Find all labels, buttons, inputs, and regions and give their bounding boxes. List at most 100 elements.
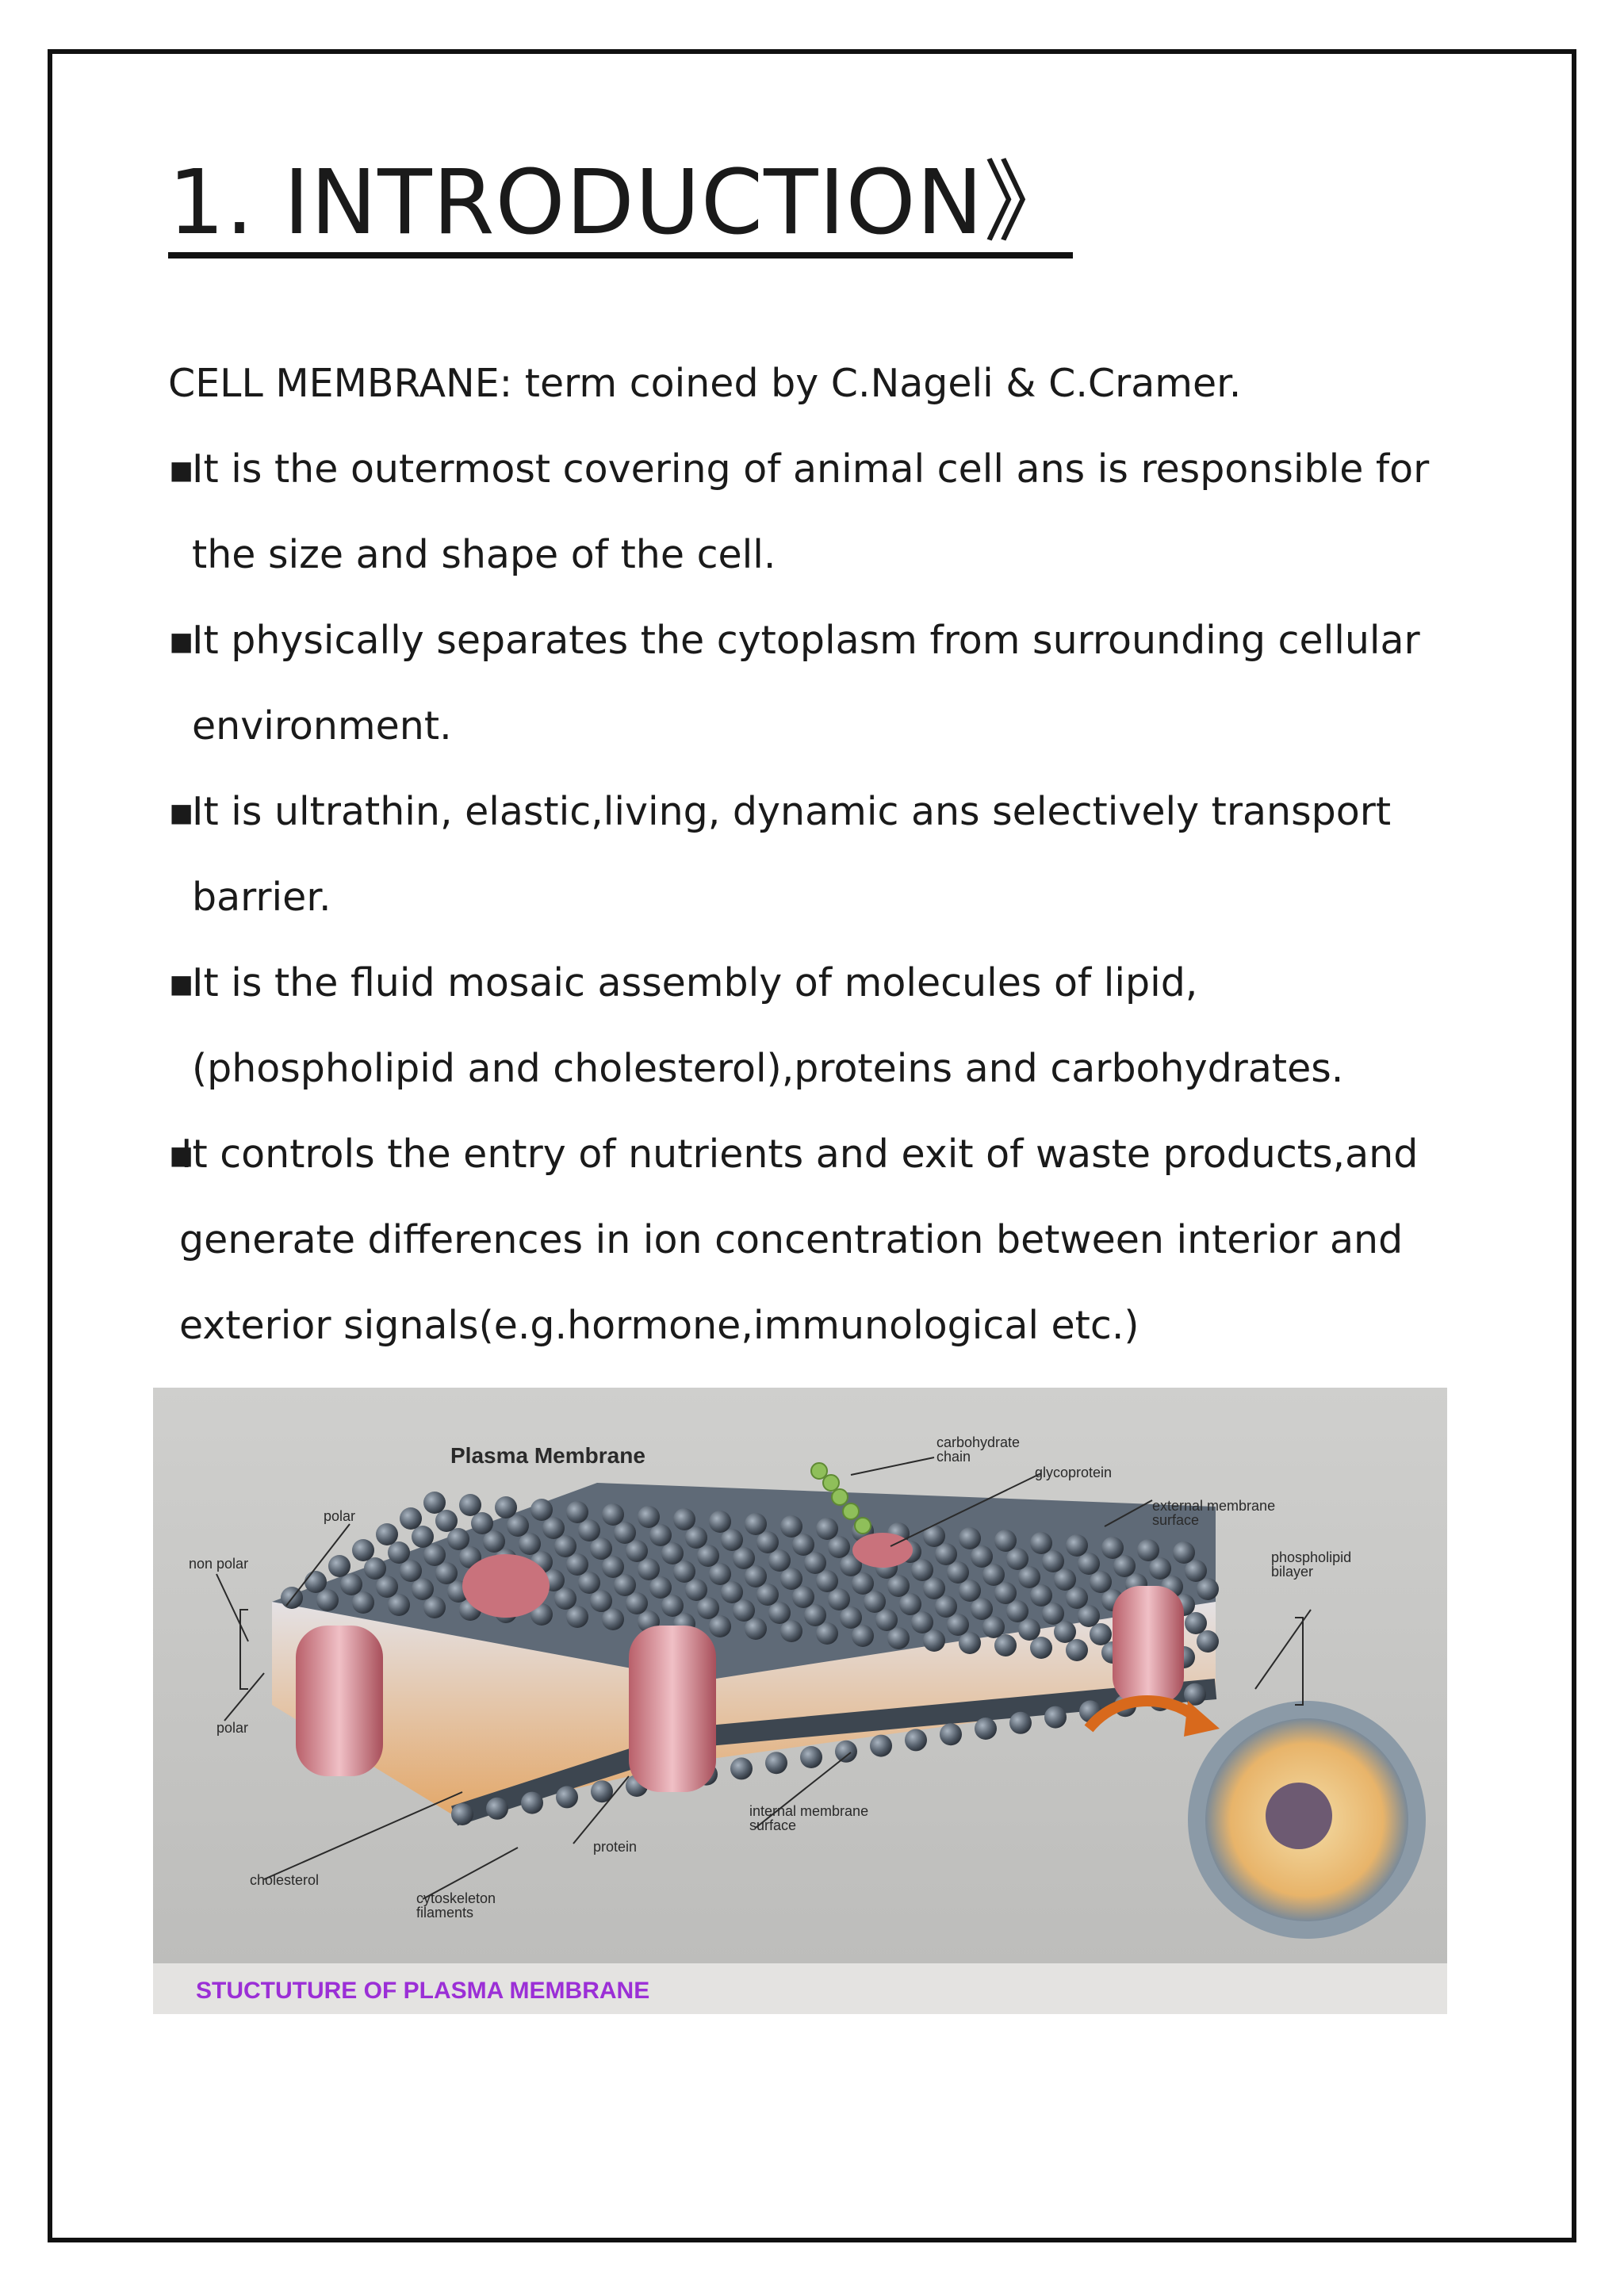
lipid-head: [899, 1593, 921, 1615]
lipid-head: [792, 1534, 814, 1556]
lipid-head: [400, 1560, 422, 1582]
lipid-head: [578, 1572, 600, 1594]
lipid-head: [388, 1541, 410, 1564]
lipid-head: [388, 1594, 410, 1616]
label-bilayer: bilayer: [1271, 1564, 1313, 1580]
caption-band: STUCTUTURE OF PLASMA MEMBRANE: [153, 1963, 1447, 2014]
lipid-head: [328, 1555, 350, 1577]
lipid-head: [780, 1568, 802, 1590]
lipid-head: [614, 1522, 636, 1544]
lipid-head: [459, 1546, 481, 1568]
lipid-head: [959, 1527, 981, 1549]
lipid-head: [1066, 1639, 1088, 1661]
lipid-head: [566, 1501, 588, 1523]
lipid-head: [923, 1577, 945, 1599]
intro-line: CELL MEMBRANE: term coined by C.Nageli &…: [168, 361, 1242, 406]
lipid-head: [947, 1614, 969, 1636]
bullet-marker: ▪: [168, 618, 195, 663]
lipid-head: [721, 1529, 743, 1551]
lipid-head: [745, 1565, 767, 1587]
lipid-head: [887, 1627, 910, 1649]
lipid-head: [852, 1625, 874, 1647]
lipid-head: [1197, 1578, 1219, 1600]
lipid-head: [1042, 1550, 1064, 1572]
lipid-head: [852, 1572, 874, 1595]
lipid-head: [447, 1528, 469, 1550]
lipid-head: [1184, 1683, 1206, 1706]
label-non-polar: non polar: [189, 1556, 248, 1572]
lipid-head: [959, 1580, 981, 1602]
lipid-head: [1054, 1621, 1076, 1643]
lipid-head: [661, 1595, 684, 1617]
lipid-head: [1197, 1630, 1219, 1653]
label-cytoskeleton: cytoskeleton: [416, 1890, 496, 1906]
lipid-head: [816, 1518, 838, 1540]
lipid-head: [840, 1554, 862, 1576]
lipid-head: [756, 1584, 779, 1606]
lipid-head: [376, 1576, 398, 1598]
lipid-head: [864, 1591, 886, 1613]
lipid-head: [840, 1607, 862, 1629]
plasma-membrane-figure: Plasma Membrane carbohydrate chain glyco…: [153, 1388, 1447, 2014]
lipid-head: [792, 1586, 814, 1608]
lipid-head: [556, 1786, 578, 1809]
lipid-head: [709, 1563, 731, 1585]
bullet-2-line-2: environment.: [192, 703, 452, 749]
lipid-head: [435, 1510, 458, 1532]
lipid-head: [911, 1611, 933, 1633]
bullet-marker: ▪: [168, 960, 195, 1005]
lipid-head: [530, 1499, 553, 1521]
label-internal-membrane: internal membrane: [749, 1803, 868, 1819]
lipid-head: [376, 1523, 398, 1545]
lipid-head: [1066, 1587, 1088, 1609]
lipid-head: [626, 1540, 648, 1562]
lipid-head: [673, 1508, 695, 1530]
lipid-head: [352, 1591, 374, 1614]
lipid-head: [304, 1571, 327, 1593]
lipid-head: [935, 1595, 957, 1618]
lipid-head: [804, 1552, 826, 1574]
lipid-head: [1018, 1618, 1040, 1641]
lipid-head: [923, 1525, 945, 1547]
bullet-marker: ▪: [168, 789, 195, 834]
lipid-head: [733, 1547, 755, 1569]
label-glycoprotein: glycoprotein: [1035, 1465, 1112, 1480]
lipid-head: [721, 1581, 743, 1603]
lipid-head: [905, 1729, 927, 1752]
lipid-head: [994, 1530, 1017, 1552]
lipid-head: [685, 1526, 707, 1549]
lipid-head: [554, 1587, 576, 1610]
lipid-head: [875, 1609, 898, 1631]
label-carbohydrate-chain: chain: [936, 1449, 971, 1465]
lipid-head: [364, 1557, 386, 1580]
label-filaments: filaments: [416, 1905, 473, 1921]
bullet-4-line-2: (phospholipid and cholesterol),proteins …: [192, 1046, 1344, 1091]
lipid-head: [483, 1530, 505, 1553]
lipid-head: [495, 1496, 517, 1518]
lipid-head: [982, 1564, 1005, 1586]
bullet-5-line-2: generate differences in ion concentratio…: [179, 1217, 1404, 1262]
body-text: CELL MEMBRANE: term coined by C.Nageli &…: [168, 341, 1500, 1369]
lipid-head: [971, 1545, 993, 1568]
lipid-head: [602, 1556, 624, 1578]
lipid-head: [1030, 1584, 1052, 1607]
lipid-head: [959, 1632, 981, 1654]
lipid-head: [923, 1630, 945, 1652]
page-border: [48, 49, 1576, 2242]
lipid-head: [626, 1592, 648, 1614]
lipid-head: [661, 1542, 684, 1564]
lipid-head: [1006, 1600, 1028, 1622]
lipid-head: [697, 1545, 719, 1567]
lipid-head: [1090, 1571, 1112, 1593]
lipid-head: [745, 1513, 767, 1535]
bullet-1-line-2: the size and shape of the cell.: [192, 532, 776, 577]
figure-caption: STUCTUTURE OF PLASMA MEMBRANE: [196, 1978, 650, 2004]
lipid-head: [800, 1746, 822, 1768]
lipid-head: [1006, 1548, 1028, 1570]
lipid-head: [1137, 1539, 1159, 1561]
lipid-head: [1185, 1612, 1207, 1634]
lipid-head: [1030, 1637, 1052, 1659]
lipid-head: [400, 1507, 422, 1530]
lipid-head: [940, 1723, 962, 1746]
bullet-3-line-2: barrier.: [192, 875, 331, 920]
